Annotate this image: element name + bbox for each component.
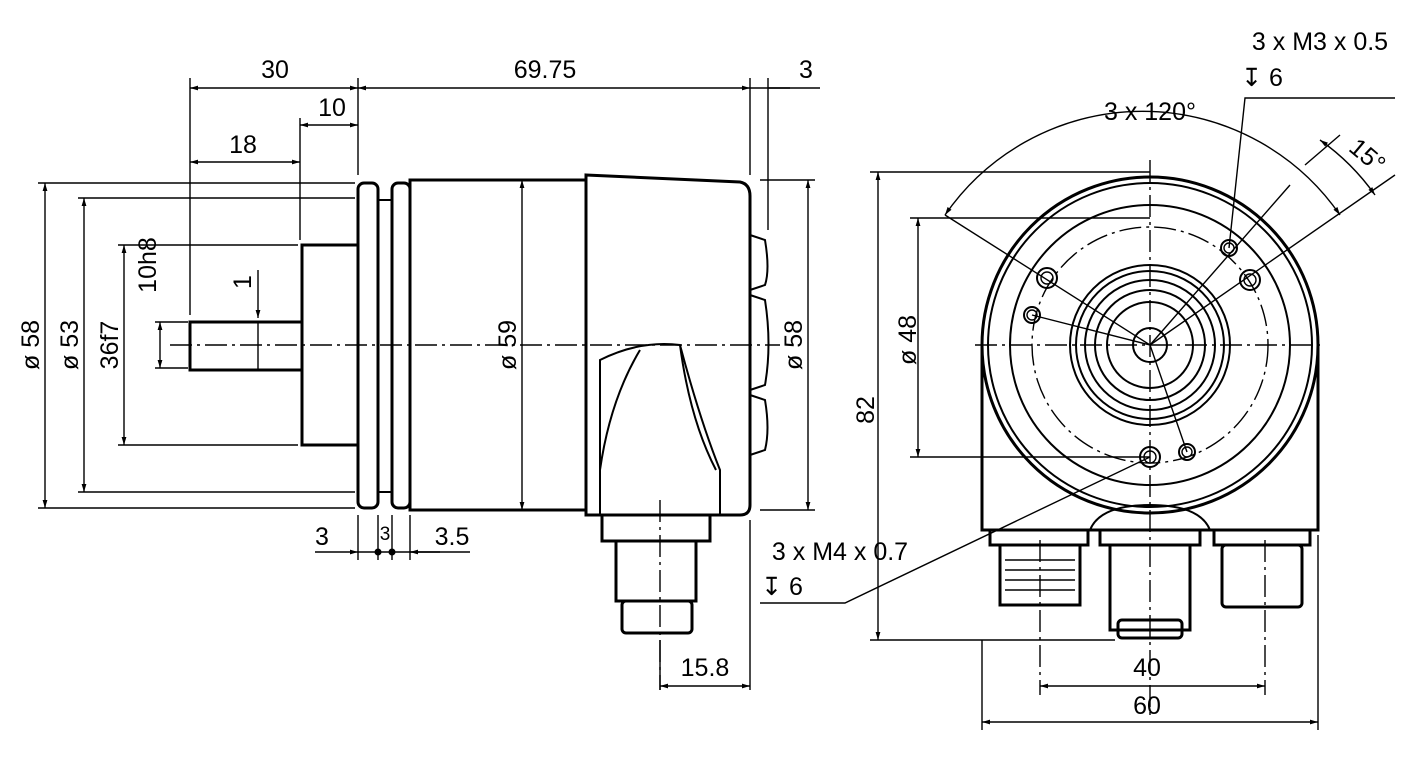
dim-60: 60 — [1133, 692, 1161, 720]
dim-3-5: 3.5 — [435, 523, 470, 551]
dim-15-8: 15.8 — [681, 654, 730, 682]
m3-thread-label: 3 x M3 x 0.5 — [1252, 28, 1388, 56]
dim-40: 40 — [1133, 654, 1161, 682]
dim-dia48: ø 48 — [894, 315, 922, 365]
dim-dia59: ø 59 — [494, 320, 522, 370]
mounting-holes — [1023, 239, 1261, 468]
dim-3-small: 3 — [380, 524, 391, 545]
angle-15-arc — [1319, 139, 1376, 196]
dim-30: 30 — [261, 56, 289, 84]
dim-10: 10 — [318, 94, 346, 122]
dim-69-75: 69.75 — [514, 56, 577, 84]
dim-dia53: ø 53 — [56, 320, 84, 370]
connector-2 — [1108, 543, 1192, 632]
dim-3-bottom: 3 — [315, 523, 329, 551]
side-view: 30 69.75 3 10 18 ø 58 ø 53 36f7 10h8 1 ø… — [17, 56, 820, 690]
dim-36f7: 36f7 — [96, 321, 124, 370]
angle-15-label: 15° — [1344, 133, 1391, 179]
front-view: 3 x M3 x 0.5 ↧ 6 3 x 120° 15° ø 48 82 3 … — [760, 28, 1396, 730]
dim-dia58-left: ø 58 — [17, 320, 45, 370]
shaft — [188, 320, 304, 372]
connector-plug — [620, 599, 694, 635]
dim-82: 82 — [852, 396, 880, 424]
angle-120-label: 3 x 120° — [1104, 98, 1196, 126]
m4-thread-label: 3 x M4 x 0.7 — [772, 538, 908, 566]
flange — [356, 181, 380, 510]
m3-leader — [1228, 97, 1395, 249]
dim-3-top: 3 — [799, 56, 813, 84]
m4-leader — [760, 456, 1151, 604]
dim-10h8: 10h8 — [134, 237, 162, 293]
dim-dia58-right: ø 58 — [780, 320, 808, 370]
m3-depth-label: ↧ 6 — [1241, 64, 1283, 92]
dim-1: 1 — [229, 275, 257, 289]
m4-depth-label: ↧ 6 — [761, 573, 803, 601]
connector-base — [600, 513, 712, 543]
connector-3 — [1220, 543, 1304, 609]
housing — [584, 173, 752, 517]
angle-120-arc — [944, 110, 1341, 216]
dim-18: 18 — [229, 131, 257, 159]
